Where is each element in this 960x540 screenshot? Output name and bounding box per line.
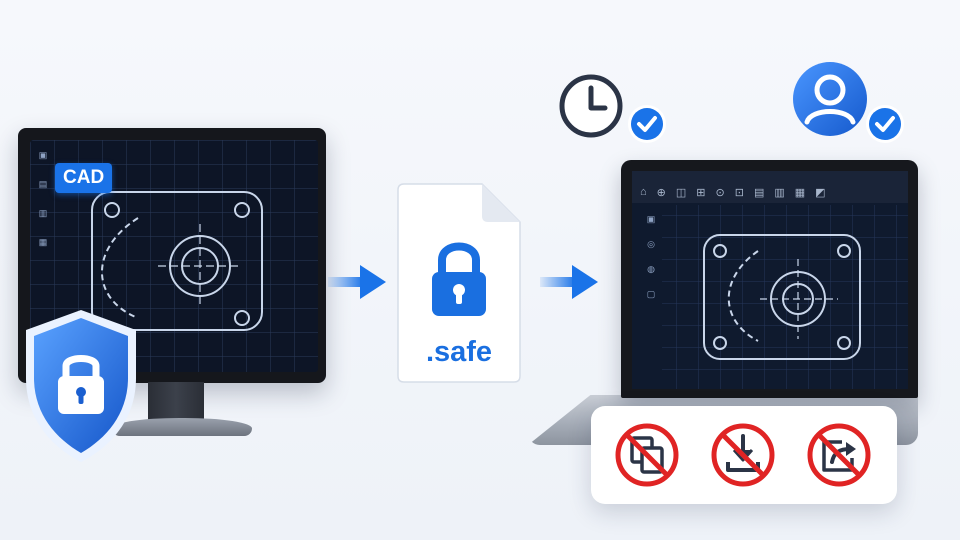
tool-icon[interactable]: ▤: [753, 186, 765, 199]
checkmark-icon: [628, 105, 666, 143]
tool-icon[interactable]: ▣: [646, 214, 656, 224]
no-share-icon: [807, 423, 871, 487]
tool-icon[interactable]: ▥: [774, 186, 785, 199]
shield-lock-icon: [26, 310, 136, 462]
tool-icon[interactable]: ⊞: [696, 186, 706, 199]
arrow-right-icon: [328, 265, 386, 299]
monitor-base: [112, 418, 252, 436]
no-copy-icon: [615, 423, 679, 487]
tool-icon[interactable]: ⊡: [734, 186, 744, 199]
tool-icon[interactable]: ▥: [38, 208, 48, 218]
clock-icon: [559, 74, 623, 138]
tool-icon[interactable]: ⊕: [656, 186, 666, 199]
cad-badge: CAD: [55, 163, 113, 193]
tool-icon[interactable]: ◩: [815, 186, 826, 199]
tool-icon[interactable]: ▤: [38, 179, 48, 189]
document-lock-icon: [397, 183, 521, 383]
tool-icon[interactable]: ◎: [647, 239, 655, 249]
no-download-icon: [711, 423, 775, 487]
tool-icon[interactable]: ⊙: [715, 186, 725, 199]
tool-icon[interactable]: ◍: [647, 264, 655, 274]
laptop-cad-screen: [632, 171, 908, 389]
laptop-cad-toolbar: ⌂ ⊕ ◫ ⊞ ⊙ ⊡ ▤ ▥ ▦ ◩: [640, 180, 905, 204]
checkmark-icon: [866, 105, 904, 143]
file-extension-label: .safe: [425, 336, 493, 368]
laptop-tool-sidebar: ▣ ◎ ◍ ▢: [644, 214, 658, 314]
tool-icon[interactable]: ▦: [38, 237, 48, 247]
monitor-neck: [148, 382, 204, 422]
tool-icon[interactable]: ▣: [38, 150, 48, 160]
home-icon[interactable]: ⌂: [640, 186, 647, 198]
arrow-right-icon: [540, 265, 598, 299]
user-icon: [793, 62, 867, 136]
tool-icon[interactable]: ▢: [646, 289, 656, 299]
tool-icon[interactable]: ▦: [794, 186, 806, 199]
laptop-blueprint-drawing: [632, 171, 908, 389]
desktop-tool-sidebar: ▣ ▤ ▥ ▦: [36, 150, 50, 248]
tool-icon[interactable]: ◫: [675, 186, 687, 199]
